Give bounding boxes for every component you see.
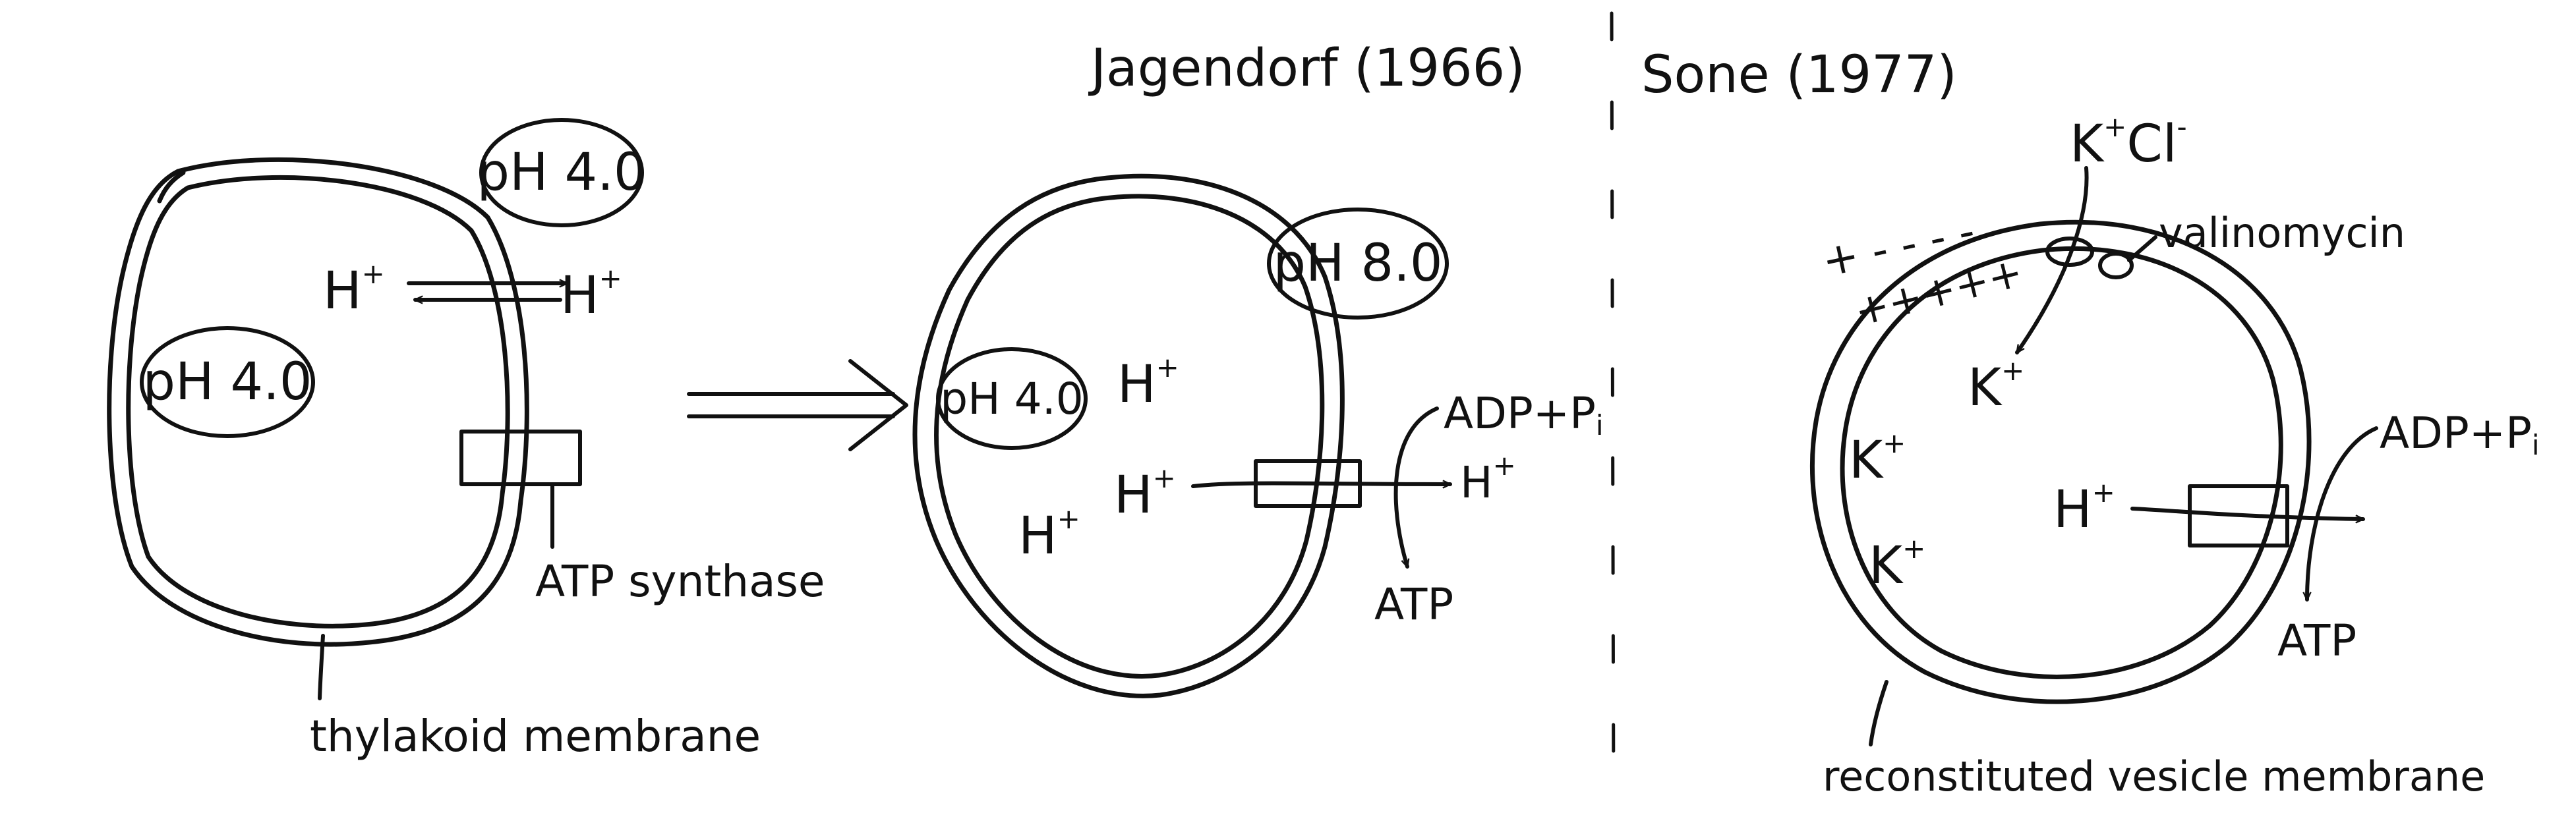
atp-synthase-label: ATP synthase (535, 556, 825, 607)
k-ion: K+ (1869, 532, 1925, 596)
ph-inside-bubble (936, 347, 1088, 450)
sone-heading: Sone (1977) (1641, 45, 1957, 105)
vesicle-membrane-outer (912, 173, 1345, 698)
panel-sone: Sone (1977) K+Cl- valinomycin + - - - - … (1641, 45, 2540, 800)
ph-outside-bubble (1267, 208, 1449, 320)
panel-divider (1610, 11, 1616, 812)
ph-outside-text: pH 8.0 (1273, 234, 1442, 293)
atp-production-arrow (1393, 406, 1439, 567)
membrane-label-leader (318, 634, 325, 700)
k-ion: K+ (1968, 354, 2024, 418)
h-ion: H+ (1018, 503, 1080, 566)
h-ion: H+ (2053, 476, 2115, 540)
membrane-label-leader (1869, 680, 1888, 746)
panel-thylakoid: pH 4.0 pH 4.0 H+ H+ ATP synthase thylako… (107, 118, 825, 762)
valinomycin-leader (2127, 235, 2157, 262)
membrane-fold (157, 170, 186, 204)
reconstituted-membrane-label: reconstituted vesicle membrane (1823, 752, 2485, 800)
ph-outside-text: pH 4.0 (477, 143, 646, 202)
valinomycin-pore (2045, 237, 2094, 267)
atp-synthase-box (459, 430, 582, 486)
ph-inside-bubble (140, 326, 315, 438)
h-ion: H+ (1117, 351, 1179, 414)
ph-inside-text: pH 4.0 (940, 374, 1083, 424)
valinomycin-pore (2098, 252, 2134, 279)
h-inside-text: H+ (323, 258, 385, 321)
adp-pi-label: ADP+Pi (2380, 408, 2540, 461)
ph-inside-text: pH 4.0 (142, 352, 312, 412)
thylakoid-membrane-inner (126, 175, 510, 629)
panel-jagendorf: Jagendorf (1966) pH 8.0 pH 4.0 H+ H+ H+ … (912, 39, 1604, 698)
potassium-influx-arrow (2015, 166, 2089, 354)
proton-flow-arrow (2130, 507, 2363, 519)
ph-outside-bubble (479, 118, 644, 227)
jagendorf-heading: Jagendorf (1966) (1088, 39, 1525, 98)
h-ion: H+ (1114, 462, 1176, 525)
atp-production-arrow (2307, 426, 2378, 600)
valinomycin-label: valinomycin (2159, 209, 2405, 257)
h-outside-text: H+ (560, 262, 622, 325)
vesicle-membrane-outer (1809, 219, 2312, 704)
thylakoid-membrane-outer (107, 157, 529, 647)
atp-label: ATP (2277, 615, 2356, 666)
kcl-label: K+Cl- (2070, 111, 2187, 174)
atp-label: ATP (1374, 579, 1453, 630)
transition-arrow (687, 359, 908, 451)
adp-pi-label: ADP+Pi (1444, 388, 1604, 441)
h-out-text: H+ (1460, 449, 1516, 508)
thylakoid-membrane-label: thylakoid membrane (310, 711, 761, 762)
proton-flow-arrow (1191, 483, 1450, 486)
vesicle-membrane-inner (934, 194, 1325, 679)
vesicle-membrane-inner (1840, 246, 2283, 679)
k-ion: K+ (1849, 427, 1906, 490)
